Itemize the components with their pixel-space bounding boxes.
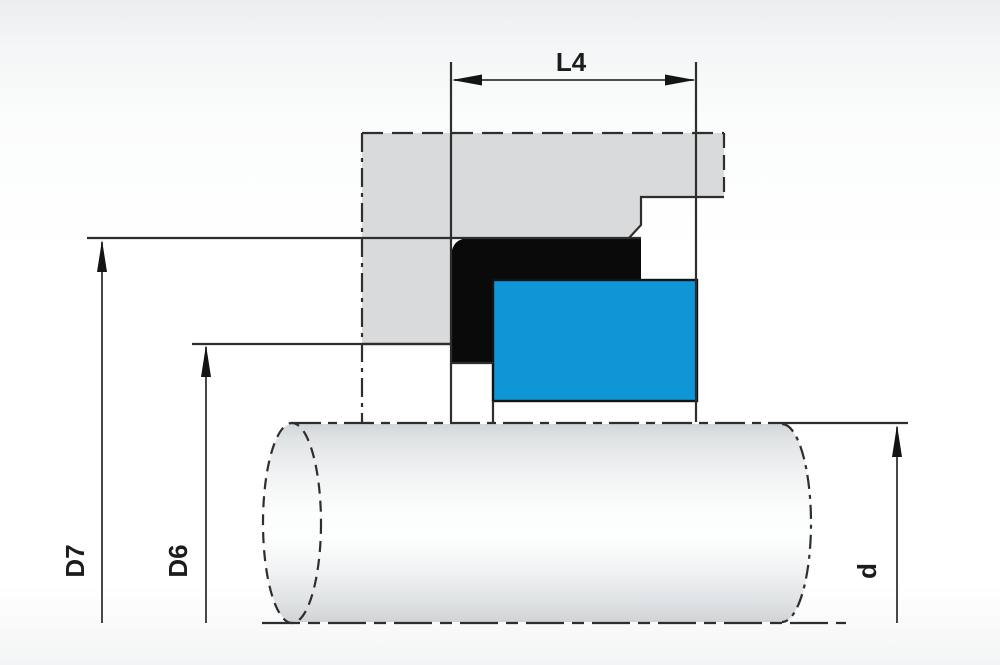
elastomer-seal-shape bbox=[451, 238, 641, 363]
d-arrow-up bbox=[892, 425, 902, 457]
shaft-body bbox=[263, 424, 811, 622]
dimension-d6: D6 bbox=[163, 345, 211, 623]
d6-arrow-up bbox=[201, 345, 211, 377]
housing-gland bbox=[360, 131, 726, 422]
d7-arrow-up bbox=[97, 240, 107, 272]
l4-label: L4 bbox=[556, 47, 587, 77]
d7-label: D7 bbox=[60, 544, 90, 577]
section-lines bbox=[87, 62, 908, 425]
l4-arrow-left bbox=[452, 74, 482, 86]
housing-fill bbox=[362, 133, 724, 344]
dimension-d: d bbox=[852, 425, 902, 623]
d-label: d bbox=[852, 563, 882, 579]
shaft bbox=[261, 421, 846, 625]
elastomer-seal bbox=[451, 238, 641, 363]
dimension-d7: D7 bbox=[60, 240, 107, 623]
seal-ring-shape bbox=[491, 278, 699, 403]
housing-step-edge bbox=[628, 195, 724, 239]
l4-arrow-right bbox=[665, 74, 695, 86]
d6-label: D6 bbox=[163, 544, 193, 577]
dimension-l4: L4 bbox=[452, 47, 695, 86]
seal-ring bbox=[491, 278, 699, 403]
